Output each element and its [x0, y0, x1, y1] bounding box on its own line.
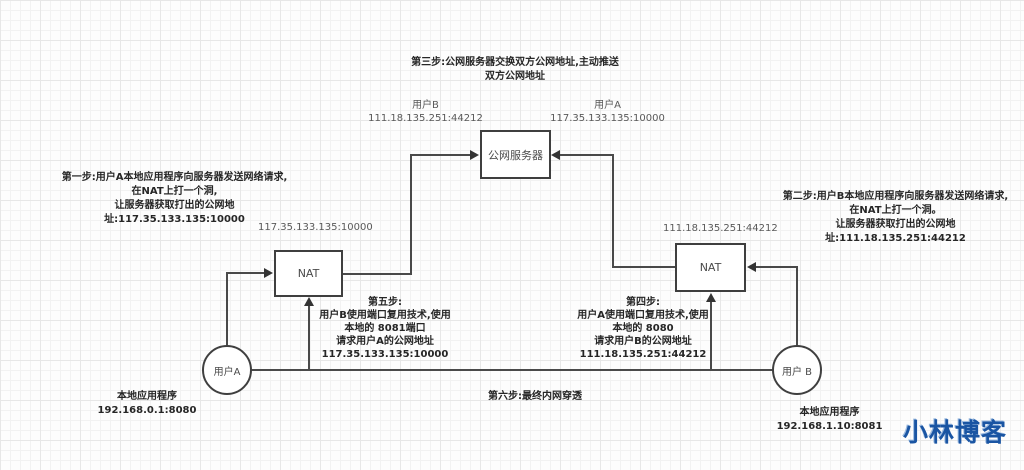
edge-natb-to-server [559, 154, 614, 156]
step4-line5: 111.18.135.251:44212 [579, 349, 707, 360]
edge-natb-up [612, 154, 614, 268]
edge-step5-up [308, 304, 310, 370]
nat-b-public-address: 111.18.135.251:44212 [663, 223, 778, 234]
step5-line4: 请求用户A的公网地址 [336, 336, 434, 347]
arrow-into-natb-right-icon [747, 262, 756, 272]
edge-usera-to-nata [226, 272, 266, 274]
step5-line5: 117.35.133.135:10000 [321, 349, 449, 360]
arrow-into-server-left-icon [470, 150, 479, 160]
nat-a-public-address: 117.35.133.135:10000 [258, 222, 373, 233]
arrow-into-natb-bottom-icon [706, 293, 716, 302]
step2-line2: 在NAT上打一个洞。 [849, 205, 942, 216]
user-b-app-address: 192.168.1.10:8081 [776, 421, 883, 432]
step2-annotation: 第二步:用户B本地应用程序向服务器发送网络请求, 在NAT上打一个洞。 让服务器… [778, 190, 1013, 246]
step4-line2: 用户A使用端口复用技术,使用 [577, 310, 709, 321]
user-a-app-address: 192.168.0.1:8080 [97, 405, 197, 416]
blog-watermark: 小林博客 [903, 418, 1008, 447]
step1-annotation: 第一步:用户A本地应用程序向服务器发送网络请求, 在NAT上打一个洞, 让服务器… [52, 171, 297, 227]
public-server-label: 公网服务器 [488, 148, 543, 162]
node-user-b: 用户 B [772, 345, 822, 395]
step4-line1: 第四步: [626, 297, 660, 308]
step1-line1: 第一步:用户A本地应用程序向服务器发送网络请求, [61, 172, 288, 183]
pushed-address-userb: 用户B 111.18.135.251:44212 [363, 99, 488, 125]
arrow-into-nata-left-icon [264, 268, 273, 278]
step5-annotation: 第五步: 用户B使用端口复用技术,使用 本地的 8081端口 请求用户A的公网地… [305, 296, 465, 361]
nat-b-label: NAT [699, 261, 722, 274]
step3-line1: 第三步:公网服务器交换双方公网地址,主动推送 [411, 57, 619, 68]
step1-line2: 在NAT上打一个洞, [131, 186, 218, 197]
edge-userb-up [796, 266, 798, 347]
edge-userb-to-natb [756, 266, 798, 268]
step2-line1: 第二步:用户B本地应用程序向服务器发送网络请求, [782, 191, 1009, 202]
edge-usera-up [226, 272, 228, 347]
step3-line2: 双方公网地址 [485, 71, 545, 82]
arrow-into-nata-bottom-icon [304, 297, 314, 306]
step5-line1: 第五步: [368, 297, 402, 308]
step6-annotation: 第六步:最终内网穿透 [488, 391, 582, 402]
node-public-server: 公网服务器 [480, 130, 551, 179]
user-a-local-app-label: 本地应用程序 192.168.0.1:8080 [82, 390, 212, 418]
edge-tunnel-bottom [251, 369, 773, 371]
node-nat-b: NAT [675, 243, 746, 292]
pushed-usera-name: 用户A [594, 100, 621, 111]
edge-nata-to-server [410, 154, 472, 156]
step3-annotation: 第三步:公网服务器交换双方公网地址,主动推送 双方公网地址 [370, 56, 660, 84]
edge-nata-up [410, 154, 412, 275]
step1-line4: 址:117.35.133.135:10000 [104, 214, 245, 225]
step2-line3: 让服务器获取打出的公网地 [835, 219, 956, 230]
step4-annotation: 第四步: 用户A使用端口复用技术,使用 本地的 8080 请求用户B的公网地址 … [563, 296, 723, 361]
step1-line3: 让服务器获取打出的公网地 [114, 200, 235, 211]
user-b-local-app-label: 本地应用程序 192.168.1.10:8081 [762, 406, 897, 434]
arrow-into-server-right-icon [551, 150, 560, 160]
nat-a-label: NAT [297, 267, 320, 280]
edge-step4-up [710, 300, 712, 370]
node-nat-a: NAT [274, 250, 343, 297]
step5-line2: 用户B使用端口复用技术,使用 [319, 310, 451, 321]
node-user-a: 用户A [202, 345, 252, 395]
user-a-app-title: 本地应用程序 [117, 391, 177, 402]
pushed-address-usera: 用户A 117.35.133.135:10000 [545, 99, 670, 125]
user-b-label: 用户 B [781, 366, 813, 378]
edge-natb-left [612, 266, 675, 268]
step2-line4: 址:111.18.135.251:44212 [825, 233, 966, 244]
pushed-userb-address: 111.18.135.251:44212 [368, 113, 483, 124]
pushed-usera-address: 117.35.133.135:10000 [550, 113, 665, 124]
user-b-app-title: 本地应用程序 [799, 407, 860, 418]
step4-line4: 请求用户B的公网地址 [594, 336, 692, 347]
user-a-label: 用户A [213, 366, 241, 378]
pushed-userb-name: 用户B [412, 100, 439, 111]
step5-line3: 本地的 8081端口 [344, 323, 426, 334]
edge-nata-right [343, 273, 412, 275]
step4-line3: 本地的 8080 [612, 323, 674, 334]
